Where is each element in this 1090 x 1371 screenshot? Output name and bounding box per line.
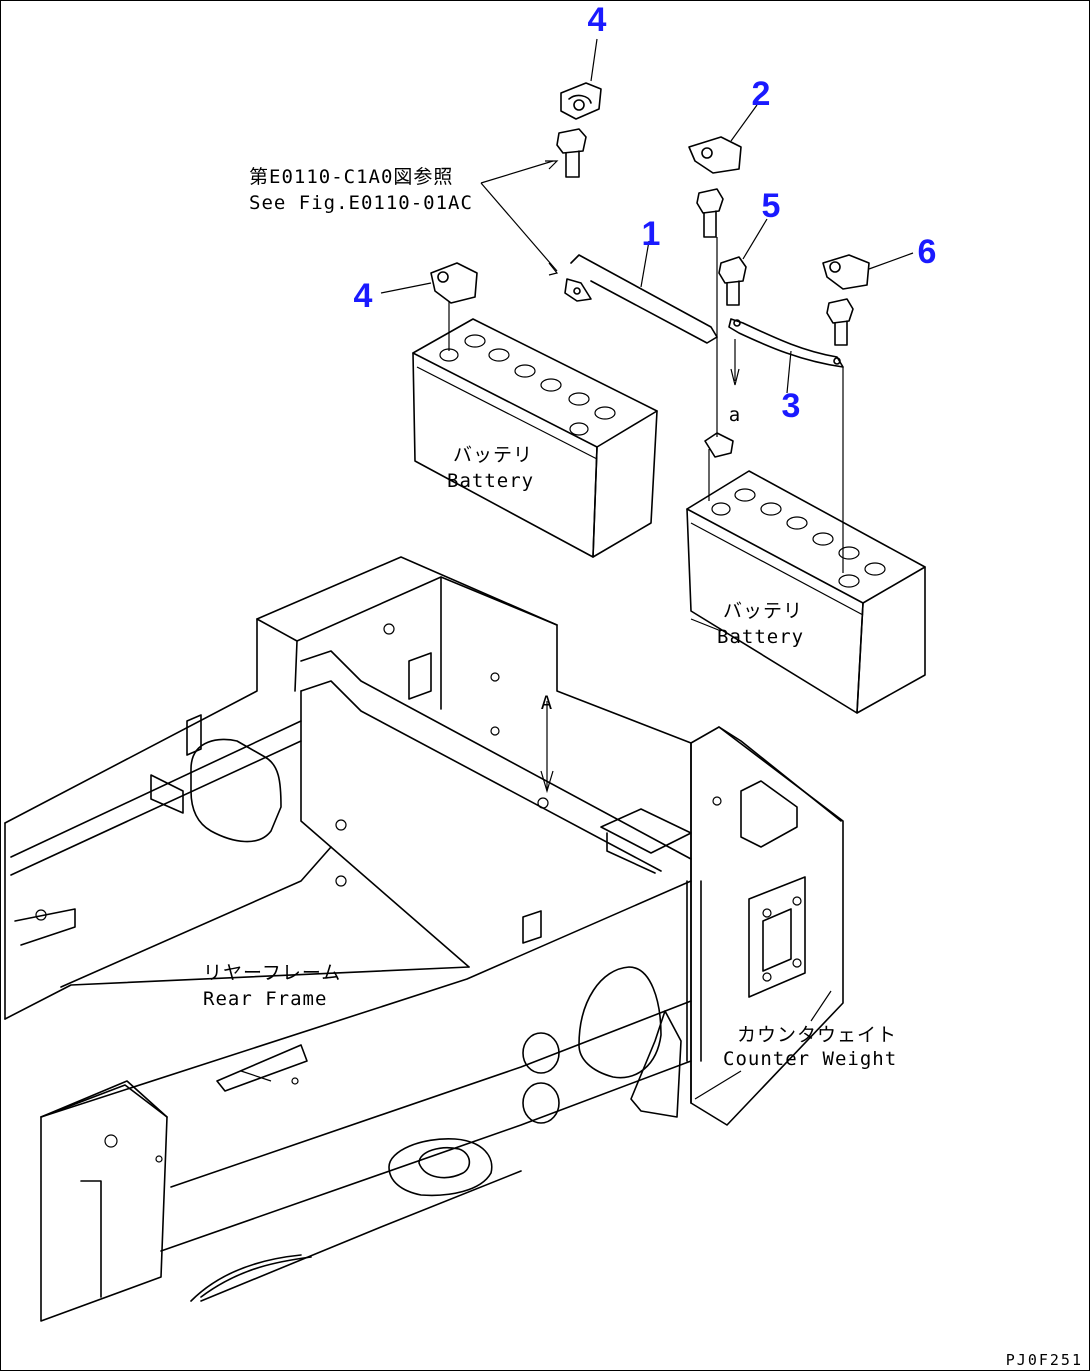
bolt-5 (718, 256, 747, 306)
callout-3: 3 (782, 387, 801, 425)
detail-marker-a: a (729, 404, 741, 426)
terminal-cap-6 (822, 254, 870, 290)
battery-left-label-jp: バッテリ (453, 444, 533, 466)
assembly-guide-lines (448, 301, 844, 794)
battery-cable-1 (564, 254, 718, 344)
terminal-cap-top (560, 82, 602, 120)
counter-weight (630, 726, 844, 1126)
callout-2: 2 (752, 75, 771, 113)
battery-right-label-jp: バッテリ (723, 600, 803, 622)
counter-weight-label-en: Counter Weight (723, 1048, 897, 1070)
counter-weight-label-jp: カウンタウェイト (737, 1024, 897, 1046)
rear-frame (4, 556, 692, 1322)
detail-marker-A: A (541, 692, 553, 714)
callout-4-left: 4 (354, 277, 373, 315)
battery-right-label-en: Battery (717, 626, 804, 648)
battery-left (412, 318, 658, 558)
callout-6: 6 (918, 233, 937, 271)
reference-label-en: See Fig.E0110-01AC (249, 192, 473, 214)
battery-left-label-en: Battery (447, 470, 534, 492)
terminal-cap-left (430, 262, 478, 304)
rear-frame-label-jp: リヤーフレーム (203, 962, 341, 984)
battery-cable-3 (728, 318, 844, 368)
rear-frame-label-en: Rear Frame (203, 988, 327, 1010)
terminal-cap-2 (688, 136, 742, 174)
reference-label-jp: 第E0110-C1A0図参照 (249, 166, 453, 188)
drawing-code: PJ0F251 (1006, 1351, 1083, 1369)
battery-right (686, 237, 926, 714)
bolt-2 (696, 188, 724, 238)
bolt-6 (826, 298, 854, 346)
callout-1: 1 (642, 215, 661, 253)
callout-5: 5 (762, 187, 781, 225)
leader-lines (240, 38, 914, 1100)
bolt-top-left (556, 128, 587, 178)
callout-4-top: 4 (588, 1, 607, 39)
